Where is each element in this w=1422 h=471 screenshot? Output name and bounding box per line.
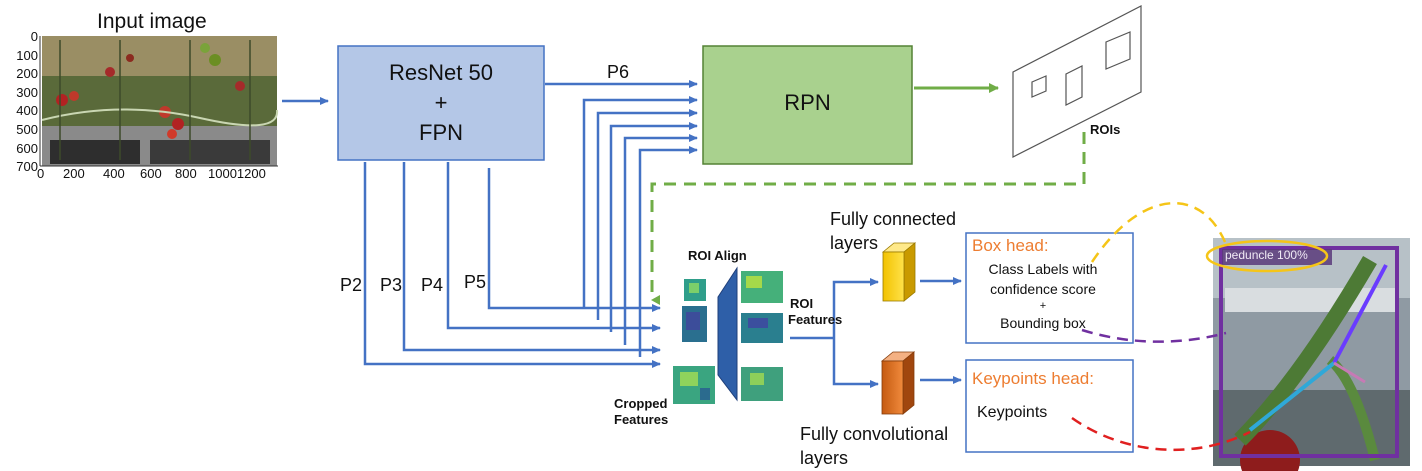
y-tick: 100: [16, 47, 38, 63]
backbone-label: ResNet 50 + FPN: [338, 58, 544, 148]
fully-connected-label-2: layers: [830, 233, 879, 253]
box-head-line-4: Bounding box: [1000, 315, 1086, 331]
rpn-box: [702, 45, 913, 165]
roi-feature-tiles: [741, 271, 783, 401]
output-image: [1205, 238, 1410, 471]
rpn-input-arrows: [582, 96, 698, 357]
box-head-line-3: +: [1039, 300, 1047, 312]
p4-label: P4: [421, 275, 444, 295]
p3-label: P3: [380, 275, 403, 295]
input-image-y-axis: 0 100 200 300 400 500 600 700: [4, 28, 38, 177]
roi-align-label: ROI Align: [688, 248, 747, 263]
yellow-dashed-connector: [1090, 201, 1227, 263]
box-head-content: Class Labels with confidence score + Bou…: [966, 259, 1120, 333]
keypoints-label: Keypoints: [977, 404, 1048, 421]
y-tick: 700: [16, 159, 38, 175]
x-tick: 200: [63, 166, 85, 181]
rois-label: ROIs: [1090, 122, 1121, 137]
fully-convolutional-block: [880, 351, 916, 415]
y-tick: 400: [16, 103, 38, 119]
input-image-axes: [39, 36, 278, 167]
rois-panel: [1012, 5, 1142, 158]
backbone-line-2: +: [434, 90, 448, 115]
y-tick: 200: [16, 66, 38, 82]
pyramid-level-arrows: [363, 162, 661, 368]
rois-feedback-dashed-arrow: [650, 132, 1086, 305]
roi-features-label-2: Features: [788, 312, 843, 327]
rpn-label: RPN: [784, 90, 831, 115]
cropped-features-label-1: Cropped: [614, 396, 668, 411]
roi-features-label-1: ROI: [790, 296, 814, 311]
fully-connected-label-1: Fully connected: [830, 209, 957, 229]
fully-connected-block: [881, 242, 917, 302]
box-head-title: Box head:: [972, 236, 1049, 255]
box-head-line-1: Class Labels with: [988, 261, 1098, 277]
keypoints-head-title: Keypoints head:: [972, 369, 1094, 388]
y-tick: 500: [16, 121, 38, 137]
roi-to-heads-arrows: [790, 278, 879, 388]
red-dashed-connector: [1071, 416, 1251, 452]
fully-convolutional-label-1: Fully convolutional: [800, 424, 949, 444]
p5-label: P5: [464, 272, 487, 292]
y-tick: 300: [16, 84, 38, 100]
backbone-line-1: ResNet 50: [389, 60, 493, 85]
cropped-feature-tiles: [673, 279, 715, 404]
fully-convolutional-label-2: layers: [800, 448, 849, 468]
x-tick: 400: [103, 166, 125, 181]
x-tick: 0: [37, 166, 45, 181]
x-tick: 10001200: [208, 166, 266, 181]
x-tick: 600: [140, 166, 162, 181]
p2-label: P2: [340, 275, 363, 295]
y-tick: 600: [16, 140, 38, 156]
detection-label: peduncle 100%: [1225, 248, 1308, 262]
y-tick: 0: [30, 29, 38, 44]
input-image: [41, 36, 279, 166]
backbone-box: [337, 45, 545, 161]
box-head-line-2: confidence score: [990, 281, 1096, 297]
input-image-title: Input image: [97, 10, 207, 33]
cropped-features-label-2: Features: [614, 412, 669, 427]
box-head-box: [965, 232, 1134, 344]
p6-label: P6: [607, 62, 630, 82]
purple-dashed-connector: [1081, 328, 1227, 343]
backbone-line-3: FPN: [419, 120, 463, 145]
roi-align-block: [717, 266, 738, 402]
x-tick: 800: [175, 166, 197, 181]
